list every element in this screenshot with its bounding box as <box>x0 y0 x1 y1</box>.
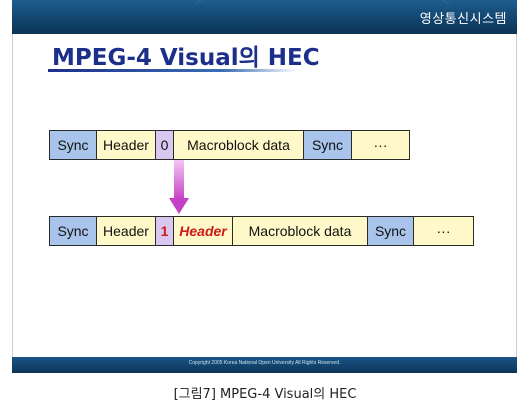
header-decoration <box>192 0 452 42</box>
title-underline <box>48 69 298 72</box>
row2-field-header: Header <box>96 216 156 246</box>
row2-field-header: Header <box>173 216 233 246</box>
footer-copyright: Copyright 2005 Korea National Open Unive… <box>188 360 341 366</box>
slide-header-bar: 영상통신시스템 <box>12 0 517 34</box>
row1-field-sync: Sync <box>49 130 97 160</box>
row1-field-sync: Sync <box>303 130 352 160</box>
row2-field-1: 1 <box>155 216 174 246</box>
row1-field-ellipsis: ··· <box>351 130 410 160</box>
row2-field-sync: Sync <box>367 216 414 246</box>
footer-decoration <box>142 351 292 357</box>
row1-field-macroblock-data: Macroblock data <box>173 130 304 160</box>
header-brand: 영상통신시스템 <box>419 12 507 27</box>
row2-field-macroblock-data: Macroblock data <box>232 216 368 246</box>
row1-field-header: Header <box>96 130 156 160</box>
slide-title: MPEG-4 Visual의 HEC <box>52 45 320 71</box>
row2-field-sync: Sync <box>49 216 97 246</box>
slide-footer-bar: Copyright 2005 Korea National Open Unive… <box>12 351 517 373</box>
figure-caption: [그림7] MPEG-4 Visual의 HEC <box>173 387 357 402</box>
down-arrow-icon <box>169 160 189 214</box>
row2-field-ellipsis: ··· <box>413 216 474 246</box>
row1-field-0: 0 <box>155 130 174 160</box>
